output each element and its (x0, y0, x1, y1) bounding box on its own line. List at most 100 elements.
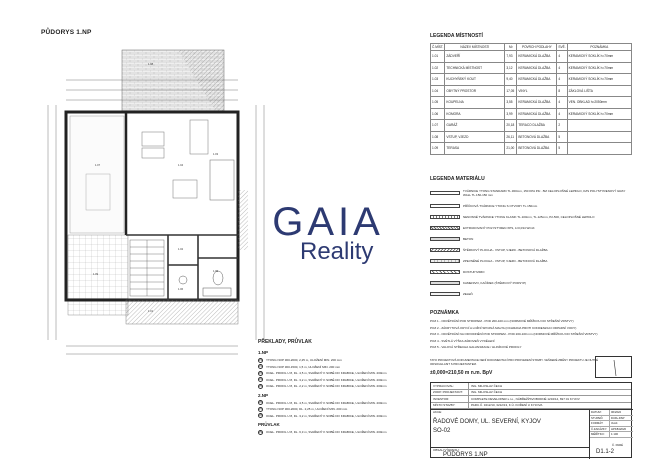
lintel-code: P1 (258, 357, 263, 363)
room-label-1.01: 1.01 (148, 309, 154, 313)
table-cell: 2 (556, 119, 568, 132)
table-cell: 1.03 (429, 73, 446, 86)
title-block-row: INVESTOR:COMPLETE DEVELOPER s.r.o., NÁBŘ… (431, 396, 631, 403)
top-paving (121, 49, 225, 113)
drawing-label: OBSAH VÝKRESU: (433, 448, 460, 452)
material-swatch (430, 203, 460, 208)
table-cell: ZÁKLOVÁ LIŠTA (566, 84, 633, 97)
material-label: PŘÍČKOVÁ TVÁRNICE YTONG S OTVORY TL.150m… (463, 203, 538, 208)
drawing-code: D1.1-2 (596, 449, 615, 455)
material-row: BETON (430, 233, 630, 244)
lintels-group-heading: PRŮVLAK (258, 422, 280, 427)
table-cell: 1.01 (429, 50, 446, 63)
note-item: POZ 4 - SVĚTLÁ VÝŠKA ZÁROVEŇ VYDĚLENÍ (430, 338, 495, 343)
table-cell: KOMORA (444, 107, 506, 120)
lintels-group-heading: 1.NP (258, 350, 269, 355)
table-cell: TECHNICKÁ MÍSTNOST (444, 61, 506, 74)
table-cell (566, 119, 633, 132)
room-label-1.09: 1.09 (93, 272, 99, 276)
title-block: VYPRACOVAL:ING. MILOSLAV ČECH ZODP. PROJ… (430, 382, 633, 459)
rooms-header-cell: POZNÁMKA (566, 43, 633, 51)
table-cell: 1.07 (429, 119, 446, 132)
side-label: MĚŘÍTKO: (590, 432, 610, 437)
rooms-legend-title: LEGENDA MÍSTNOSTÍ (430, 33, 483, 39)
table-cell: KERAMICKÝ SOKLÍK h=70mm (566, 73, 633, 86)
rooms-header-cell: SVĚ. (556, 43, 568, 51)
side-value: 1:100 (611, 432, 618, 437)
lintel-code: P9 (258, 429, 263, 435)
lintel-code: P2 (258, 364, 263, 370)
table-cell: TERACO DLAŽBA (516, 119, 558, 132)
material-swatch (430, 225, 460, 230)
rooms-header-cell: M² (504, 43, 518, 51)
drawing-name: PŮDORYS 1.NP (443, 452, 488, 458)
table-cell: 5 (556, 130, 568, 143)
lintel-code: P7 (258, 406, 263, 412)
notes-list: POZ 1 - ODVĚTRÁNÍ POD STROPEM - POD 200-… (430, 318, 630, 351)
material-label: ZPEVNĚNÉ PLOCHA - VSTUP, VJEZD - BETONOV… (463, 258, 548, 263)
lintel-text: OCEL. PROFIL U 8, DL. 6,3 m, SVAŘENÝ K S… (266, 430, 387, 434)
note-item: POZ 3 - ODVĚTRÁNÍ NA ODVODNĚNÍ POD STROP… (430, 332, 598, 336)
title-block-row: MÍSTO STAVBY:PARC.Č. 3212/10, 3212/13, K… (431, 402, 631, 409)
table-cell: 21,00 (504, 142, 518, 155)
rooms-legend-table: Č.MÍST. NÁZEV MÍSTNOSTI M² POVRCH PODLAH… (429, 43, 633, 155)
material-row: ZELEŇ (430, 288, 630, 299)
title-block-side-row: MĚŘÍTKO:1:100 (590, 432, 633, 438)
title-block-value: PARC.Č. 3212/10, 3212/13, K.Ú. KOŘENÍ U … (471, 403, 543, 408)
side-label: FORMÁT: (590, 421, 610, 426)
table-cell: 1.09 (429, 142, 446, 155)
table-cell (566, 142, 633, 155)
logo-line1: GAIA (272, 200, 384, 244)
table-cell: 5 (556, 142, 568, 155)
north-arrow-icon (613, 359, 617, 377)
material-row: NENOSNÉ TVÁRNICE YTONG KLASIK TL.100mm, … (430, 211, 630, 222)
table-cell (566, 130, 633, 143)
staircase (129, 239, 165, 297)
table-cell: VINYL (516, 84, 558, 97)
room-label-1.03: 1.03 (213, 152, 219, 156)
north-arrow-box (595, 356, 632, 378)
materials-legend: TVÁRNICE YTONG STANDARD TL.300mm, 150 KP… (430, 186, 630, 299)
room-label-1.02: 1.02 (178, 247, 184, 251)
material-swatch (430, 291, 460, 296)
akce-label: AKCE: (433, 410, 443, 414)
entrance-paving (125, 299, 239, 325)
elevation-reference: ±0,000=210,50 m n.m. BpV (430, 370, 493, 376)
table-cell: 1.04 (429, 84, 446, 97)
lintel-code: P3 (258, 370, 263, 376)
note-item: POZ 1 - ODVĚTRÁNÍ POD STROPEM - POD 200-… (430, 319, 574, 323)
table-cell: KERAMICKÝ SOKLÍK h=70mm (566, 107, 633, 120)
garage-door (85, 173, 111, 211)
table-cell: TERASA (444, 142, 506, 155)
table-cell: KERAMICKÁ DLAŽBA (516, 61, 558, 74)
lintel-code: P6 (258, 400, 263, 406)
side-label: STUPEŇ: (590, 415, 610, 420)
table-cell: KUCHYŇSKÝ KOUT (444, 73, 506, 86)
table-cell: KERAMICKÁ DLAŽBA (516, 96, 558, 109)
table-cell: VEN. OBKLAD h=2050mm (566, 96, 633, 109)
rooms-header-row: Č.MÍST. NÁZEV MÍSTNOSTI M² POVRCH PODLAH… (429, 43, 633, 51)
page-title: PŮDORYS 1.NP (41, 29, 92, 36)
title-block-label: MÍSTO STAVBY: (431, 402, 469, 408)
gaia-reality-logo: GAIA Reality (268, 202, 388, 264)
lintel-text: YTONG NOP 300-2000, 2,25 m, ULOŽENÍ MIN.… (266, 358, 342, 362)
lintels-title: PŘEKLADY, PRŮVLAK (258, 339, 312, 345)
table-cell: 1.05 (429, 96, 446, 109)
table-cell: 4 (556, 73, 568, 86)
material-row: DOSTUP MIMO (430, 266, 630, 277)
title-block-label: VYPRACOVAL: (431, 383, 469, 389)
title-block-main: AKCE: ŘADOVÉ DOMY, UL. SEVERNÍ, KYJOV SO… (431, 409, 589, 459)
